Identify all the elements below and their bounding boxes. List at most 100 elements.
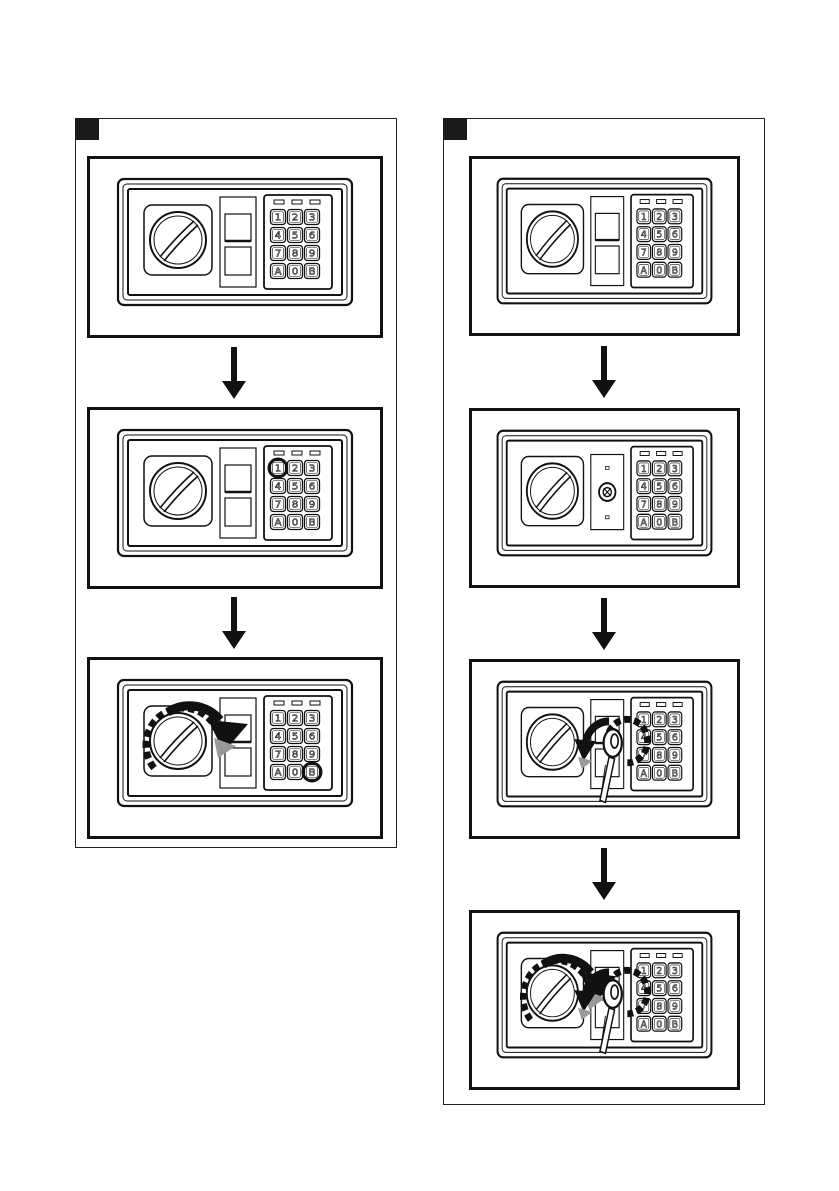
keypad-key: B bbox=[305, 264, 320, 279]
keypad-key: 9 bbox=[668, 999, 682, 1014]
handle-knob bbox=[527, 965, 578, 1020]
svg-text:1: 1 bbox=[275, 213, 281, 224]
keypad-key: 0 bbox=[288, 515, 303, 530]
svg-text:4: 4 bbox=[275, 732, 281, 743]
keypad-key: 5 bbox=[652, 227, 666, 242]
svg-text:7: 7 bbox=[275, 750, 281, 761]
keypad-key: 5 bbox=[288, 228, 303, 243]
keypad-key: 2 bbox=[652, 712, 666, 727]
svg-text:0: 0 bbox=[292, 267, 298, 278]
keypad-key: 1 bbox=[271, 210, 286, 225]
keypad-key: B bbox=[305, 515, 320, 530]
svg-text:5: 5 bbox=[292, 482, 298, 493]
keypad-key: 0 bbox=[288, 765, 303, 780]
keypad-key: 0 bbox=[652, 514, 666, 529]
svg-text:1: 1 bbox=[641, 966, 647, 977]
keypad-key: B bbox=[303, 763, 321, 781]
keypad-key: 3 bbox=[668, 209, 682, 224]
keypad-key: A bbox=[271, 264, 286, 279]
svg-text:B: B bbox=[309, 768, 316, 779]
keypad: 123456789A0B bbox=[631, 447, 693, 540]
svg-text:7: 7 bbox=[275, 249, 281, 260]
svg-text:5: 5 bbox=[292, 732, 298, 743]
svg-text:2: 2 bbox=[292, 213, 298, 224]
keypad-key: 3 bbox=[305, 711, 320, 726]
down-arrow-icon bbox=[222, 597, 246, 649]
svg-text:5: 5 bbox=[292, 231, 298, 242]
svg-text:0: 0 bbox=[292, 518, 298, 529]
svg-text:A: A bbox=[641, 1019, 648, 1030]
svg-text:0: 0 bbox=[656, 517, 662, 528]
keypad-key: 7 bbox=[637, 245, 651, 260]
step-left-2-safe-press-1: 123456789A0B bbox=[87, 407, 383, 589]
svg-text:2: 2 bbox=[656, 715, 662, 726]
svg-text:A: A bbox=[641, 517, 648, 528]
keypad-key: 3 bbox=[668, 461, 682, 476]
keypad: 123456789A0B bbox=[631, 949, 693, 1042]
svg-text:5: 5 bbox=[656, 732, 662, 743]
down-arrow-icon bbox=[222, 347, 246, 399]
keypad: 123456789A0B bbox=[264, 696, 332, 790]
keypad-key: 8 bbox=[652, 245, 666, 260]
svg-text:1: 1 bbox=[641, 212, 647, 223]
keypad-key: 4 bbox=[271, 479, 286, 494]
keypad-key: 6 bbox=[668, 981, 682, 996]
svg-text:0: 0 bbox=[656, 1019, 662, 1030]
keypad-key: 1 bbox=[269, 459, 287, 477]
keypad-key: 7 bbox=[271, 747, 286, 762]
keypad-key: B bbox=[668, 1016, 682, 1031]
keypad-key: A bbox=[637, 514, 651, 529]
step-right-3-safe-key-turn: 123456789A0B bbox=[469, 659, 740, 839]
keypad-key: 8 bbox=[288, 246, 303, 261]
svg-text:7: 7 bbox=[275, 500, 281, 511]
svg-text:2: 2 bbox=[656, 212, 662, 223]
keypad-key: 7 bbox=[637, 497, 651, 512]
keypad-key: 6 bbox=[668, 479, 682, 494]
handle-knob bbox=[527, 463, 578, 518]
keypad-key: 8 bbox=[652, 999, 666, 1014]
svg-text:2: 2 bbox=[656, 966, 662, 977]
keypad-key: 4 bbox=[271, 228, 286, 243]
svg-text:4: 4 bbox=[275, 482, 281, 493]
keypad-key: 5 bbox=[652, 981, 666, 996]
svg-text:6: 6 bbox=[672, 983, 678, 994]
keypad-key: 3 bbox=[305, 210, 320, 225]
keypad-key: 9 bbox=[668, 497, 682, 512]
handle-knob bbox=[527, 714, 578, 769]
keypad-key: 2 bbox=[288, 711, 303, 726]
keypad-key: 9 bbox=[305, 747, 320, 762]
safe-drawing: 123456789A0B bbox=[472, 411, 737, 585]
svg-text:9: 9 bbox=[672, 1001, 678, 1012]
svg-text:7: 7 bbox=[641, 247, 647, 258]
svg-text:1: 1 bbox=[275, 464, 281, 475]
keypad-key: 1 bbox=[271, 711, 286, 726]
svg-text:3: 3 bbox=[672, 464, 678, 475]
keypad-key: 2 bbox=[652, 209, 666, 224]
svg-text:9: 9 bbox=[672, 247, 678, 258]
keypad-key: 8 bbox=[288, 747, 303, 762]
keypad-key: 8 bbox=[288, 497, 303, 512]
keypad-key: 5 bbox=[288, 479, 303, 494]
keypad-key: 6 bbox=[668, 227, 682, 242]
keypad-key: B bbox=[668, 765, 682, 780]
svg-text:2: 2 bbox=[292, 714, 298, 725]
keypad-key: 0 bbox=[652, 1016, 666, 1031]
down-arrow-icon bbox=[592, 598, 616, 650]
svg-text:8: 8 bbox=[656, 499, 662, 510]
svg-text:A: A bbox=[275, 768, 282, 779]
svg-text:A: A bbox=[641, 265, 648, 276]
keypad-key: 4 bbox=[637, 479, 651, 494]
keypad-key: 6 bbox=[305, 228, 320, 243]
safe-drawing: 123456789A0B bbox=[90, 660, 380, 836]
svg-text:8: 8 bbox=[656, 750, 662, 761]
keypad-key: A bbox=[271, 515, 286, 530]
svg-text:0: 0 bbox=[292, 768, 298, 779]
svg-text:9: 9 bbox=[672, 499, 678, 510]
